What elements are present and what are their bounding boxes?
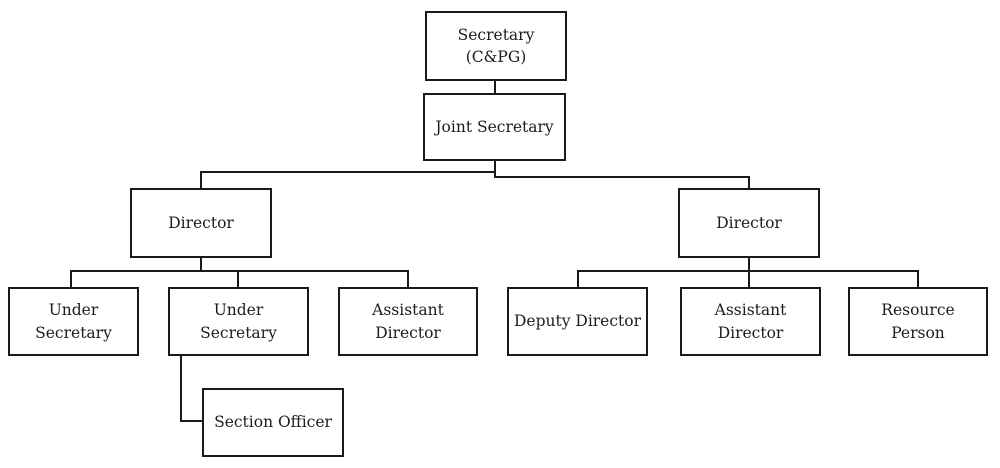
node-secretary: Secretary (C&PG) xyxy=(425,11,567,81)
connector-stub-under-secretary-1 xyxy=(70,270,72,288)
node-assistant-director-right-label: Assistant Director xyxy=(714,301,787,342)
connector-director-left-stub xyxy=(200,257,202,271)
connector-drop-director-right xyxy=(748,176,750,189)
connector-secretary-joint xyxy=(494,80,496,94)
node-secretary-label: Secretary (C&PG) xyxy=(457,25,535,66)
node-joint-secretary-label: Joint Secretary xyxy=(435,117,554,136)
connector-joint-director-left xyxy=(201,171,496,173)
node-under-secretary-2-label: Under Secretary xyxy=(200,301,277,342)
node-director-left: Director xyxy=(130,188,272,258)
connector-stub-under-secretary-2 xyxy=(237,270,239,288)
connector-joint-director-right xyxy=(494,176,750,178)
connector-joint-stub xyxy=(494,160,496,178)
node-under-secretary-1: Under Secretary xyxy=(8,287,139,356)
node-director-right: Director xyxy=(678,188,820,258)
connector-section-officer-elbow-v xyxy=(180,355,182,422)
node-assistant-director-left: Assistant Director xyxy=(338,287,478,356)
connector-drop-director-left xyxy=(200,171,202,189)
node-director-right-label: Director xyxy=(716,213,782,232)
node-section-officer-label: Section Officer xyxy=(214,413,332,432)
node-resource-person: Resource Person xyxy=(848,287,988,356)
node-resource-person-label: Resource Person xyxy=(881,301,955,342)
node-under-secretary-2: Under Secretary xyxy=(168,287,309,356)
node-assistant-director-left-label: Assistant Director xyxy=(372,301,444,342)
connector-stub-deputy-director xyxy=(577,270,579,288)
node-director-left-label: Director xyxy=(168,213,234,232)
node-joint-secretary: Joint Secretary xyxy=(423,93,566,161)
connector-stub-assistant-director-left xyxy=(407,270,409,288)
node-section-officer: Section Officer xyxy=(202,388,344,457)
connector-left-children-bus xyxy=(71,270,409,272)
node-deputy-director: Deputy Director xyxy=(507,287,648,356)
node-assistant-director-right: Assistant Director xyxy=(680,287,821,356)
connector-section-officer-elbow-h xyxy=(180,420,204,422)
node-deputy-director-label: Deputy Director xyxy=(513,312,642,331)
connector-stub-resource-person xyxy=(917,270,919,288)
connector-right-children-bus xyxy=(578,270,919,272)
node-under-secretary-1-label: Under Secretary xyxy=(35,301,112,342)
connector-director-right-through xyxy=(748,257,750,288)
